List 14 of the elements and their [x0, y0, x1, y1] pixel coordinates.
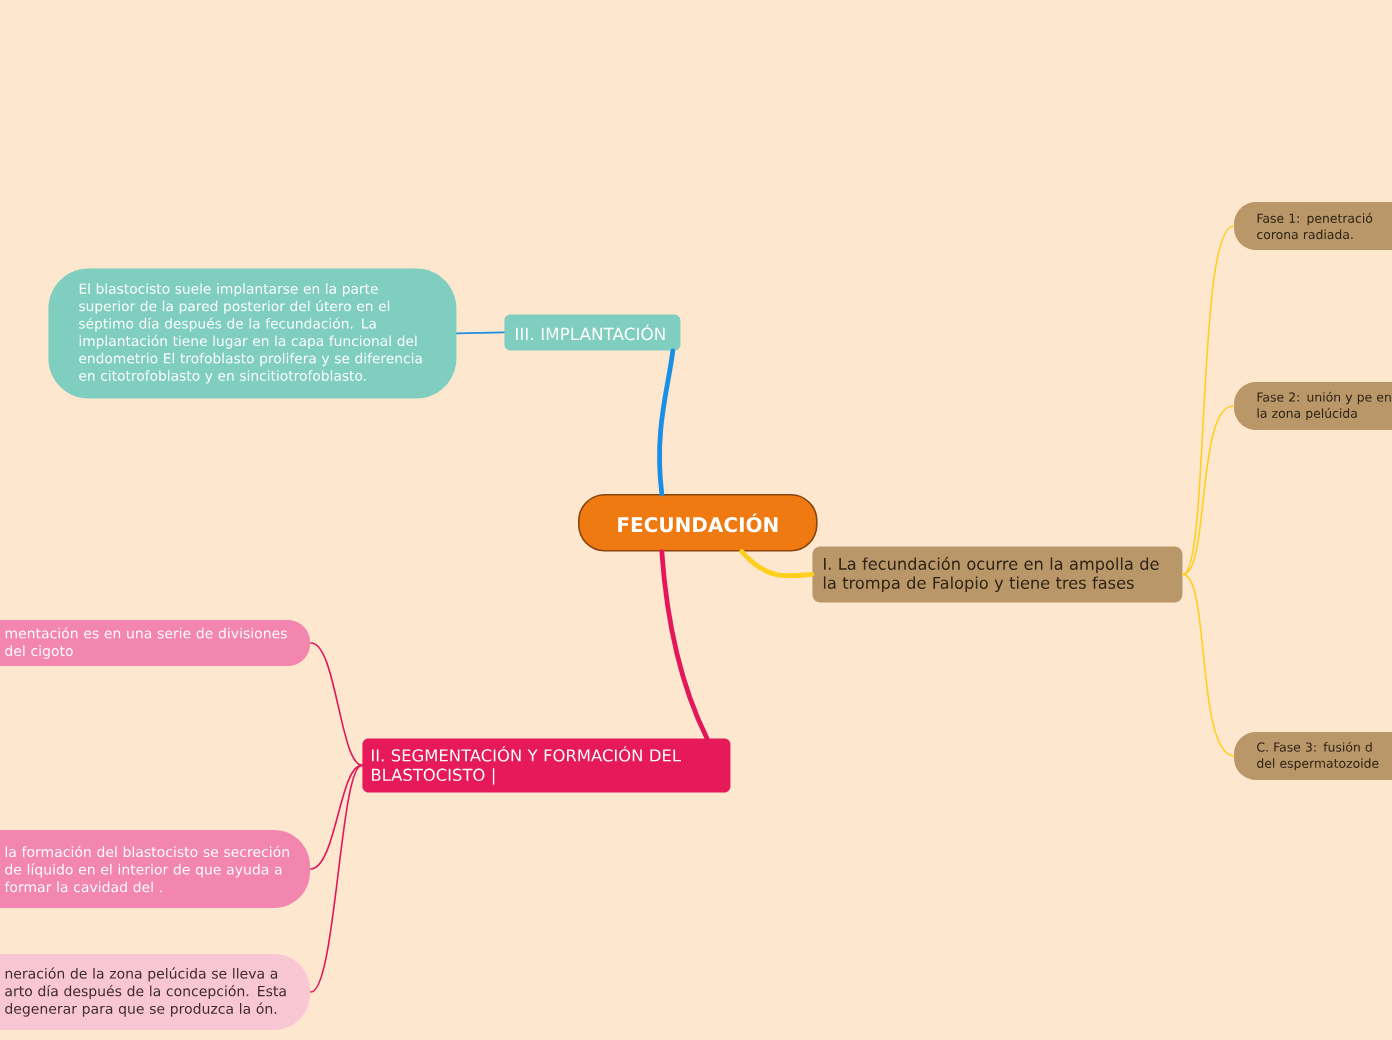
connector: [310, 764, 363, 870]
branch-box: II. SEGMENTACIÓN Y FORMACIÓN DEL BLASTOCISTO |: [362, 738, 731, 793]
branch-box: I. La fecundación ocurre en la ampolla de la trompa de Falopio y tiene tres fases: [812, 546, 1183, 603]
connector: [657, 348, 676, 497]
connector: [739, 549, 815, 579]
connector: [1182, 405, 1235, 576]
connector: [310, 764, 363, 993]
connector: [659, 549, 710, 741]
central-topic-box: FECUNDACIÓN: [578, 494, 818, 552]
connector: [456, 331, 505, 335]
connector: [310, 642, 363, 767]
branch-box: III. IMPLANTACIÓN: [504, 314, 681, 351]
connector: [1182, 225, 1235, 576]
connector: [1182, 573, 1235, 757]
